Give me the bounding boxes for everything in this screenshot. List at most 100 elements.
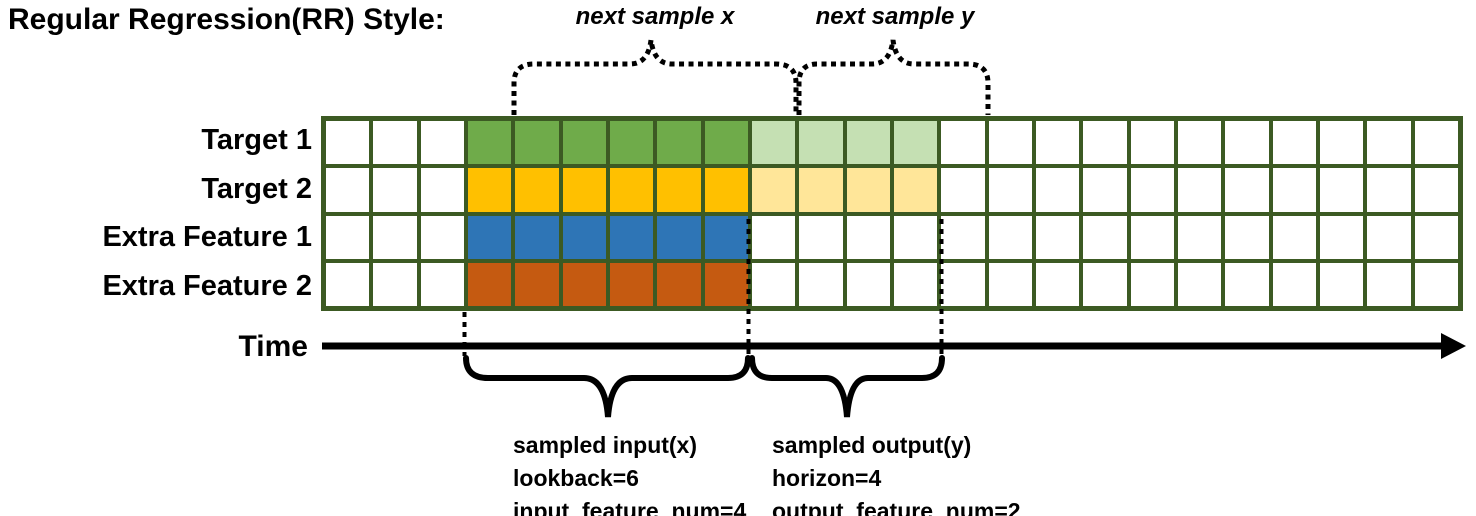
grid-cell (1414, 121, 1458, 165)
output-feature-num-value: output_feature_num=2 (772, 498, 1021, 516)
grid-cell (1319, 168, 1364, 212)
diagram-title: Regular Regression(RR) Style: (8, 3, 445, 36)
grid-cell (326, 121, 370, 165)
grid-cell (1225, 262, 1269, 306)
grid-cell (1083, 121, 1127, 165)
grid-cell (1225, 121, 1269, 165)
grid-cell (609, 262, 654, 306)
grid-cell (893, 262, 938, 306)
grid-cell (1319, 215, 1364, 259)
grid-cell (467, 215, 512, 259)
grid-cell (1225, 215, 1269, 259)
input-feature-num-value: input_feature_num=4 (513, 498, 747, 516)
grid-cell (846, 121, 890, 165)
grid-cell (1177, 215, 1222, 259)
next-sample-y-label: next sample y (815, 3, 975, 30)
grid-cell (515, 121, 559, 165)
grid-cell (941, 121, 985, 165)
grid-cell (657, 262, 701, 306)
grid-cell (562, 168, 606, 212)
grid-cell (467, 168, 512, 212)
grid-cell (609, 168, 654, 212)
sample-grid (321, 116, 1463, 311)
grid-cell (1035, 168, 1080, 212)
grid-cell (1177, 168, 1222, 212)
lookback-value: lookback=6 (513, 465, 639, 491)
grid-cell (420, 215, 464, 259)
grid-cell (751, 121, 796, 165)
row-label: Extra Feature 1 (102, 221, 312, 254)
grid-cell (1272, 121, 1316, 165)
grid-cell (799, 262, 843, 306)
grid-cell (799, 121, 843, 165)
grid-cell (751, 215, 796, 259)
grid-cell (1083, 215, 1127, 259)
grid-cell (846, 168, 890, 212)
grid-cell (893, 121, 938, 165)
grid-cell (609, 215, 654, 259)
grid-cell (1367, 215, 1411, 259)
grid-cell (988, 121, 1032, 165)
grid-cell (846, 262, 890, 306)
grid-cell (1367, 168, 1411, 212)
grid-cell (1130, 215, 1174, 259)
grid-cell (704, 215, 748, 259)
grid-cell (751, 168, 796, 212)
grid-cell (1083, 168, 1127, 212)
grid-cell (467, 262, 512, 306)
grid-cell (1083, 262, 1127, 306)
grid-cell (893, 215, 938, 259)
grid-cell (1272, 168, 1316, 212)
grid-cell (1225, 168, 1269, 212)
grid-cell (1130, 262, 1174, 306)
grid-cell (373, 215, 417, 259)
sampled-input-annotation: sampled input(x) lookback=6 input_featur… (513, 429, 746, 516)
grid-cell (1035, 215, 1080, 259)
row-label: Extra Feature 2 (102, 270, 312, 303)
grid-cell (562, 262, 606, 306)
grid-cell (326, 215, 370, 259)
grid-cell (420, 262, 464, 306)
grid-cell (1272, 262, 1316, 306)
sampled-output-brace (749, 355, 945, 418)
grid-cell (893, 168, 938, 212)
grid-cell (609, 121, 654, 165)
grid-cell (562, 121, 606, 165)
grid-cell (420, 121, 464, 165)
grid-cell (1414, 215, 1458, 259)
grid-cell (799, 168, 843, 212)
grid-cell (467, 121, 512, 165)
grid-cell (1367, 262, 1411, 306)
grid-cell (1319, 262, 1364, 306)
grid-cell (562, 215, 606, 259)
grid-cell (657, 121, 701, 165)
sampled-output-title: sampled output(y) (772, 432, 972, 458)
grid-cell (704, 262, 748, 306)
grid-cell (988, 262, 1032, 306)
grid-cell (373, 262, 417, 306)
sampled-input-title: sampled input(x) (513, 432, 698, 458)
grid-cell (988, 168, 1032, 212)
grid-cell (373, 121, 417, 165)
horizon-value: horizon=4 (772, 465, 882, 491)
grid-cell (657, 168, 701, 212)
grid-cell (1177, 262, 1222, 306)
next-sample-y-brace (796, 39, 991, 115)
grid-cell (704, 121, 748, 165)
next-sample-x-brace (511, 39, 799, 115)
grid-cell (326, 168, 370, 212)
next-sample-x-label: next sample x (575, 3, 735, 30)
grid-cell (1177, 121, 1222, 165)
grid-cell (941, 262, 985, 306)
grid-cell (657, 215, 701, 259)
time-axis-label: Time (238, 330, 308, 363)
grid-cell (1130, 168, 1174, 212)
grid-cell (751, 262, 796, 306)
grid-cell (1319, 121, 1364, 165)
grid-cell (1272, 215, 1316, 259)
grid-cell (941, 215, 985, 259)
grid-cell (1035, 262, 1080, 306)
grid-cell (1414, 262, 1458, 306)
